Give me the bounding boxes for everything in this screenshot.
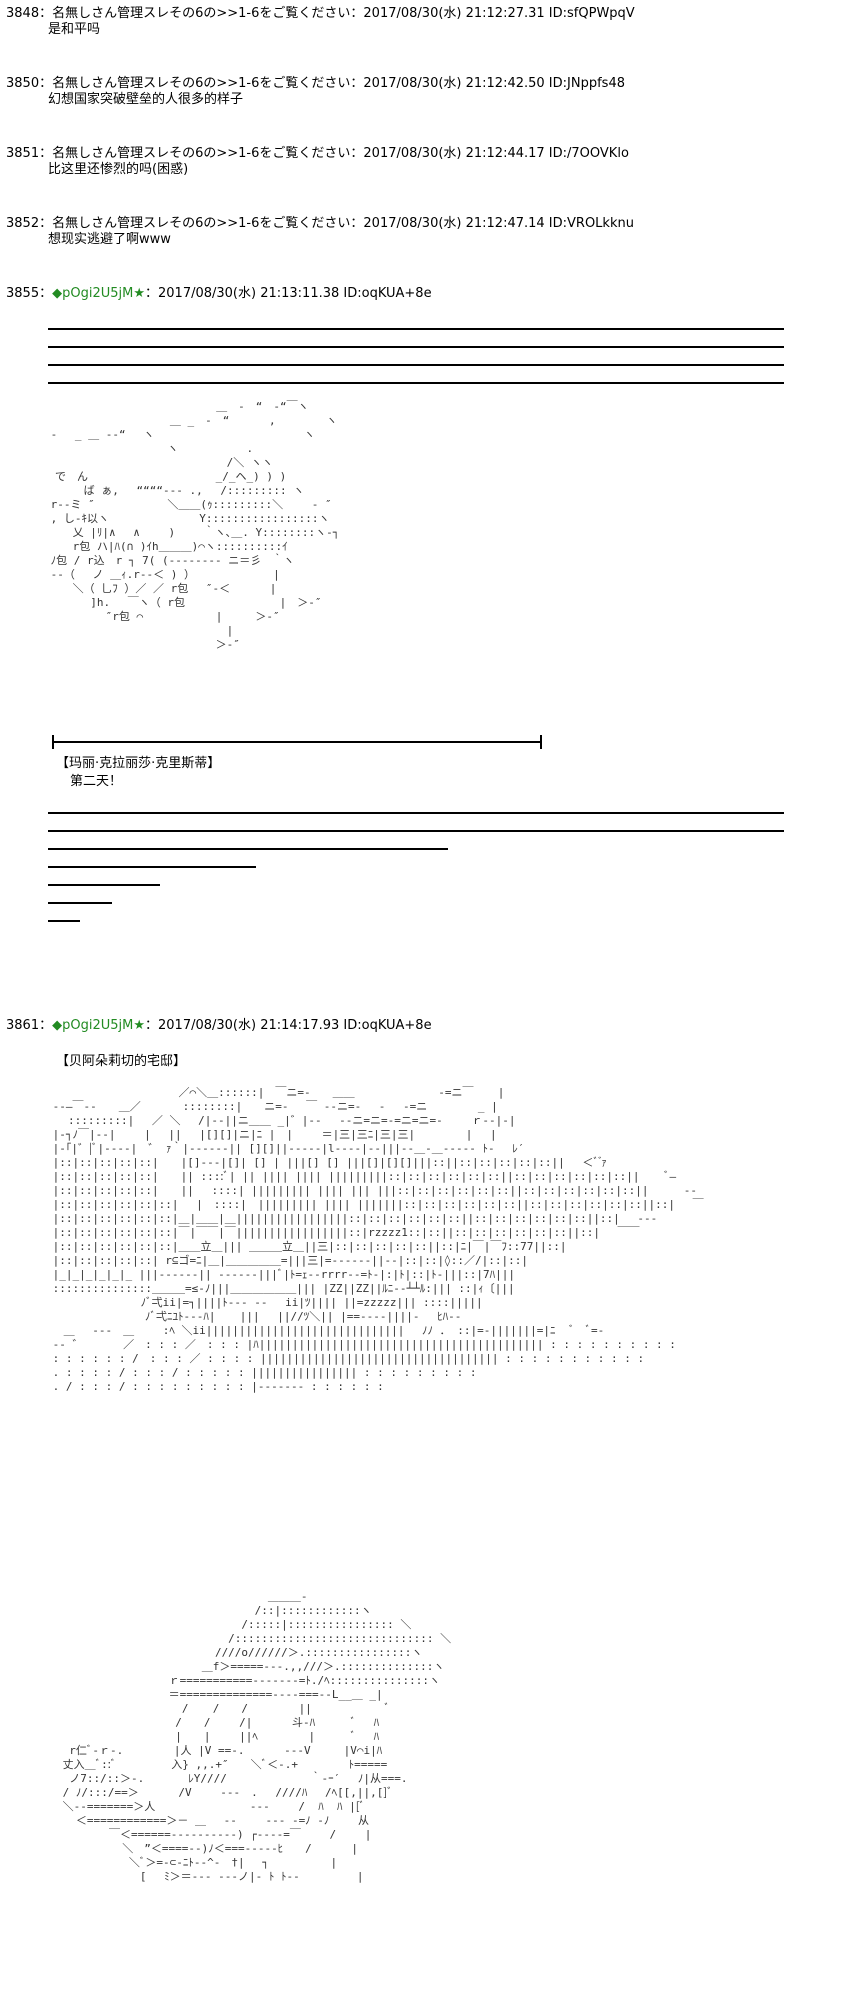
decorative-rule <box>48 902 112 904</box>
author-trip: ◆pOgi2U5jM★ <box>52 1018 145 1033</box>
post-author: 名無しさん管理スレその6の>>1-6をご覧ください <box>52 76 351 91</box>
post-number[interactable]: 3851 <box>6 146 40 161</box>
post-number[interactable]: 3861 <box>6 1018 40 1033</box>
decorative-rule <box>48 920 80 922</box>
timeline-tick <box>52 735 54 749</box>
post-separator: ： <box>39 76 53 91</box>
scene-caption: 第二天！ <box>70 774 123 789</box>
post-date: ：2017/08/30(水) 21:12:42.50 ID:JNppfs48 <box>350 76 625 91</box>
decorative-rule <box>48 830 784 832</box>
post-body: 比这里还惨烈的吗(困惑) <box>48 162 189 177</box>
author-trip: ◆pOgi2U5jM★ <box>52 286 145 301</box>
post-date: ：2017/08/30(水) 21:12:27.31 ID:sfQPWpqV <box>350 6 635 21</box>
post-header: 3851：名無しさん管理スレその6の>>1-6をご覧ください：2017/08/3… <box>6 146 629 162</box>
post-separator: ： <box>39 286 53 301</box>
decorative-rule <box>48 866 256 868</box>
post-header: 3850：名無しさん管理スレその6の>>1-6をご覧ください：2017/08/3… <box>6 76 625 92</box>
post-number[interactable]: 3850 <box>6 76 40 91</box>
post-date: ：2017/08/30(水) 21:13:11.38 ID:oqKUA+8e <box>145 286 432 301</box>
post-number[interactable]: 3855 <box>6 286 40 301</box>
post-body: 想现实逃避了啊www <box>48 232 171 247</box>
post-author: 名無しさん管理スレその6の>>1-6をご覧ください <box>52 216 351 231</box>
post-body: 幻想国家突破壁垒的人很多的样子 <box>48 92 244 107</box>
decorative-rule <box>48 346 784 348</box>
post-separator: ： <box>39 6 53 21</box>
decorative-rule <box>48 364 784 366</box>
character-name-label: 【玛丽·克拉丽莎·克里斯蒂】 <box>56 756 221 771</box>
decorative-rule <box>48 848 448 850</box>
post-separator: ： <box>39 146 53 161</box>
timeline-tick <box>540 735 542 749</box>
post-number[interactable]: 3852 <box>6 216 40 231</box>
post-separator: ： <box>39 1018 53 1033</box>
post-date: ：2017/08/30(水) 21:12:44.17 ID:/7OOVKlo <box>350 146 629 161</box>
timeline-bar <box>52 741 542 743</box>
decorative-rule <box>48 884 160 886</box>
post-body: 是和平吗 <box>48 22 101 37</box>
decorative-rule <box>48 328 784 330</box>
post-header: 3855：◆pOgi2U5jM★：2017/08/30(水) 21:13:11.… <box>6 286 432 302</box>
post-date: ：2017/08/30(水) 21:12:47.14 ID:VROLkknu <box>350 216 634 231</box>
ascii-art-mansion: ／⌒＼＿::::::| ￣ニ=- ＿＿ -=ニ￣ | ‐‐―￣‐‐ ＿／ :::… <box>52 1086 704 1393</box>
ascii-art-character-scene: ＿ - “ ‐“￣ヽ ＿ _ - “ , ヽ ‐ _ ＿ -‐“ ヽ ヽ ヽ .… <box>50 400 340 651</box>
post-author: 名無しさん管理スレその6の>>1-6をご覧ください <box>52 6 351 21</box>
post-header: 3848：名無しさん管理スレその6の>>1-6をご覧ください：2017/08/3… <box>6 6 635 22</box>
post-author: 名無しさん管理スレその6の>>1-6をご覧ください <box>52 146 351 161</box>
decorative-rule <box>48 812 784 814</box>
post-header: 3852：名無しさん管理スレその6の>>1-6をご覧ください：2017/08/3… <box>6 216 634 232</box>
ascii-art-character-portrait: ＿＿＿- /::|::::::::::::ヽ /:::::|::::::::::… <box>62 1590 452 1883</box>
post-header: 3861：◆pOgi2U5jM★：2017/08/30(水) 21:14:17.… <box>6 1018 432 1034</box>
post-number[interactable]: 3848 <box>6 6 40 21</box>
post-date: ：2017/08/30(水) 21:14:17.93 ID:oqKUA+8e <box>145 1018 432 1033</box>
location-label: 【贝阿朵莉切的宅邸】 <box>56 1054 187 1069</box>
post-separator: ： <box>39 216 53 231</box>
decorative-rule <box>48 382 784 384</box>
